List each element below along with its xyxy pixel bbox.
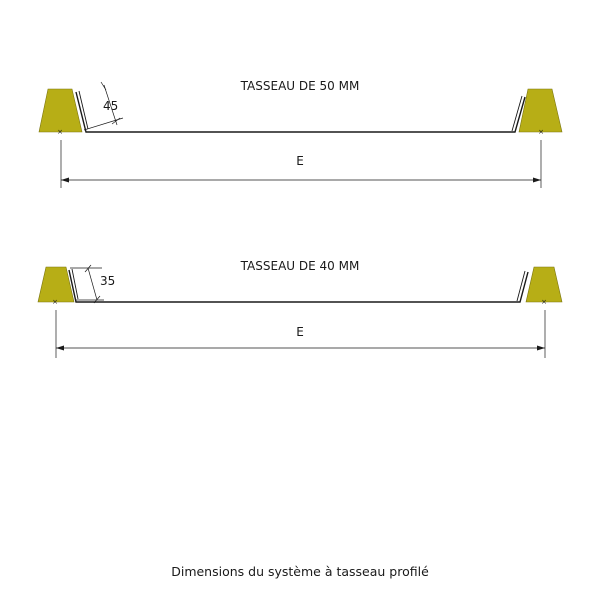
tasseau-right bbox=[518, 88, 563, 133]
span-dimension: E bbox=[60, 140, 542, 188]
profiled-sheet bbox=[68, 269, 529, 303]
height-dimension: 45 bbox=[83, 81, 124, 131]
sheet-edge-left bbox=[71, 268, 79, 300]
span-dimension-label: E bbox=[296, 325, 304, 339]
diagram-tasseau-40: TASSEAU DE 40 MM × × 35 E bbox=[37, 259, 563, 358]
sheet-edge-right bbox=[516, 270, 526, 302]
figure-caption: Dimensions du système à tasseau profilé bbox=[171, 564, 429, 579]
span-dimension: E bbox=[55, 310, 546, 358]
span-dimension-label: E bbox=[296, 154, 304, 168]
diagram-tasseau-50: TASSEAU DE 50 MM × × 45 E bbox=[38, 79, 563, 188]
diagram-title: TASSEAU DE 40 MM bbox=[240, 259, 360, 273]
profiled-sheet bbox=[75, 91, 526, 133]
height-dimension-label: 45 bbox=[103, 99, 118, 113]
height-dimension: 35 bbox=[70, 264, 115, 304]
height-dimension-label: 35 bbox=[100, 274, 115, 288]
fixing-mark-left: × bbox=[57, 128, 63, 136]
diagram-title: TASSEAU DE 50 MM bbox=[240, 79, 360, 93]
fixing-mark-left: × bbox=[52, 298, 58, 306]
fixing-mark-right: × bbox=[538, 128, 544, 136]
tasseau-right bbox=[525, 266, 563, 303]
sheet-edge-right bbox=[511, 95, 523, 132]
fixing-mark-right: × bbox=[541, 298, 547, 306]
tasseau-left bbox=[37, 266, 75, 303]
tasseau-left bbox=[38, 88, 83, 133]
sheet-edge-left bbox=[78, 90, 89, 130]
